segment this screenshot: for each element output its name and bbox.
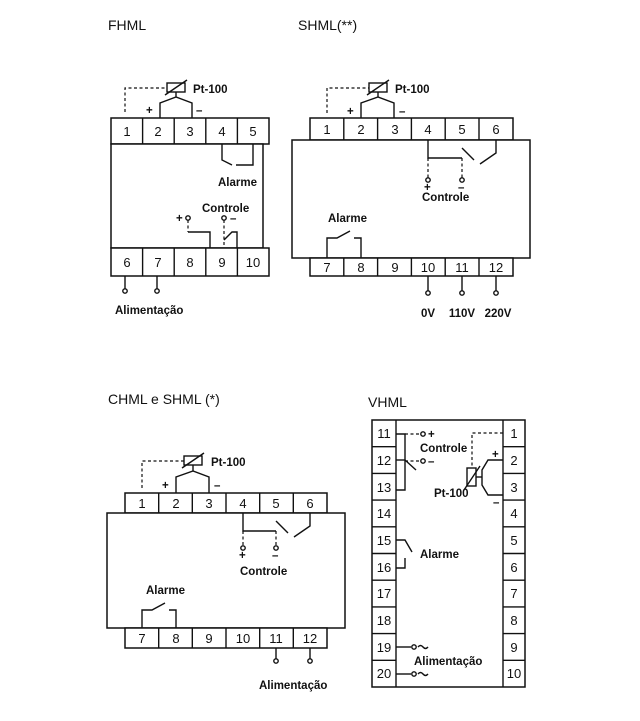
- vhml-terminal-15: 15: [377, 533, 391, 548]
- shml2-terminal-6: 6: [492, 122, 499, 137]
- vhml-terminal-18: 18: [377, 613, 391, 628]
- vhml-control-plus: +: [428, 429, 435, 441]
- vhml-terminal-3: 3: [510, 480, 517, 495]
- shml2-terminal-11: 11: [455, 260, 469, 275]
- vhml-power-label: Alimentação: [414, 656, 482, 668]
- fhml-terminal-1: 1: [123, 124, 130, 139]
- shml2-voltage-110v: 110V: [449, 308, 476, 320]
- fhml-terminal-4: 4: [218, 124, 225, 139]
- vhml-terminal-14: 14: [377, 506, 391, 521]
- chml-terminal-1: 1: [138, 496, 145, 511]
- shml2-voltage-0v: 0V: [421, 308, 435, 320]
- vhml-ac-icon-2: [417, 671, 429, 677]
- chml-title: CHML e SHML (*): [108, 391, 220, 407]
- chml-power-label: Alimentação: [259, 680, 327, 692]
- fhml-terminal-8: 8: [186, 255, 193, 270]
- chml-terminal-4: 4: [239, 496, 246, 511]
- chml-terminal-10: 10: [236, 631, 250, 646]
- shml2-terminal-4: 4: [424, 122, 431, 137]
- shml2-control-plus: +: [424, 182, 431, 194]
- vhml-ac-icon-1: [417, 644, 429, 650]
- chml-minus-sign: –: [214, 480, 221, 492]
- fhml-control-minus: –: [230, 213, 237, 225]
- shml2-control-label: Controle: [422, 192, 469, 204]
- vhml-terminal-2: 2: [510, 453, 517, 468]
- chml-terminal-6: 6: [306, 496, 313, 511]
- vhml-terminal-16: 16: [377, 560, 391, 575]
- vhml-alarm-label: Alarme: [420, 549, 459, 561]
- shml2-terminal-10: 10: [421, 260, 435, 275]
- fhml-terminal-6: 6: [123, 255, 130, 270]
- shml2-terminal-5: 5: [458, 122, 465, 137]
- vhml-terminal-19: 19: [377, 640, 391, 655]
- fhml-diagram: FHML Pt-100 + – 1 2 3 4 5 Alarme Control…: [108, 17, 270, 317]
- shml2-minus-sign: –: [399, 106, 406, 118]
- vhml-terminal-9: 9: [510, 640, 517, 655]
- shml2-alarm-label: Alarme: [328, 213, 367, 225]
- shml2-terminal-3: 3: [391, 122, 398, 137]
- vhml-title: VHML: [368, 394, 407, 410]
- shml2-terminal-9: 9: [391, 260, 398, 275]
- fhml-terminal-9: 9: [218, 255, 225, 270]
- chml-terminal-7: 7: [138, 631, 145, 646]
- fhml-minus-sign: –: [196, 105, 203, 117]
- fhml-title: FHML: [108, 17, 146, 33]
- vhml-terminal-11: 11: [377, 426, 391, 441]
- chml-terminal-3: 3: [205, 496, 212, 511]
- fhml-power-label: Alimentação: [115, 305, 183, 317]
- vhml-terminal-7: 7: [510, 586, 517, 601]
- chml-terminal-8: 8: [172, 631, 179, 646]
- vhml-terminal-4: 4: [510, 506, 517, 521]
- shml2-terminal-12: 12: [489, 260, 503, 275]
- vhml-terminal-5: 5: [510, 533, 517, 548]
- vhml-terminal-8: 8: [510, 613, 517, 628]
- fhml-terminal-7: 7: [154, 255, 161, 270]
- chml-terminal-11: 11: [269, 631, 283, 646]
- fhml-terminal-2: 2: [154, 124, 161, 139]
- vhml-terminal-20: 20: [377, 666, 391, 681]
- fhml-terminal-10: 10: [246, 255, 260, 270]
- chml-sensor-label: Pt-100: [211, 457, 246, 469]
- shml2-title: SHML(**): [298, 17, 357, 33]
- chml-control-label: Controle: [240, 566, 287, 578]
- vhml-terminal-6: 6: [510, 560, 517, 575]
- vhml-terminal-17: 17: [377, 586, 391, 601]
- shml2-terminal-8: 8: [357, 260, 364, 275]
- shml2-diagram: SHML(**) Pt-100 + – 1 2 3 4 5 6 + –: [291, 17, 531, 320]
- shml2-voltage-220v: 220V: [485, 308, 512, 320]
- chml-diagram: CHML e SHML (*) Pt-100 + – 1 2 3 4 5 6 +: [106, 391, 346, 692]
- vhml-control-label: Controle: [420, 443, 467, 455]
- vhml-control-minus: –: [428, 456, 435, 468]
- chml-control-plus: +: [239, 550, 246, 562]
- fhml-control-plus: +: [176, 213, 183, 225]
- vhml-terminal-10: 10: [507, 666, 521, 681]
- shml2-plus-sign: +: [347, 106, 354, 118]
- chml-control-minus: –: [272, 550, 279, 562]
- shml2-terminal-2: 2: [357, 122, 364, 137]
- fhml-terminal-5: 5: [249, 124, 256, 139]
- chml-terminal-5: 5: [272, 496, 279, 511]
- fhml-control-label: Controle: [202, 203, 249, 215]
- vhml-terminal-1: 1: [510, 426, 517, 441]
- chml-terminal-12: 12: [303, 631, 317, 646]
- fhml-plus-sign: +: [146, 105, 153, 117]
- chml-alarm-label: Alarme: [146, 585, 185, 597]
- shml2-control-minus: –: [458, 182, 465, 194]
- shml2-terminal-7: 7: [323, 260, 330, 275]
- vhml-terminal-12: 12: [377, 453, 391, 468]
- shml2-sensor-label: Pt-100: [395, 84, 430, 96]
- fhml-alarm-label: Alarme: [218, 177, 257, 189]
- vhml-diagram: VHML 11 12 13 14 15 16 17 18 19 20: [368, 394, 526, 688]
- chml-terminal-9: 9: [205, 631, 212, 646]
- vhml-sensor-label: Pt-100: [434, 488, 469, 500]
- chml-terminal-2: 2: [172, 496, 179, 511]
- shml2-terminal-1: 1: [323, 122, 330, 137]
- vhml-plus-sign: +: [492, 449, 499, 461]
- vhml-terminal-13: 13: [377, 480, 391, 495]
- vhml-minus-sign: –: [493, 497, 500, 509]
- chml-plus-sign: +: [162, 480, 169, 492]
- fhml-terminal-3: 3: [186, 124, 193, 139]
- fhml-sensor-label: Pt-100: [193, 84, 228, 96]
